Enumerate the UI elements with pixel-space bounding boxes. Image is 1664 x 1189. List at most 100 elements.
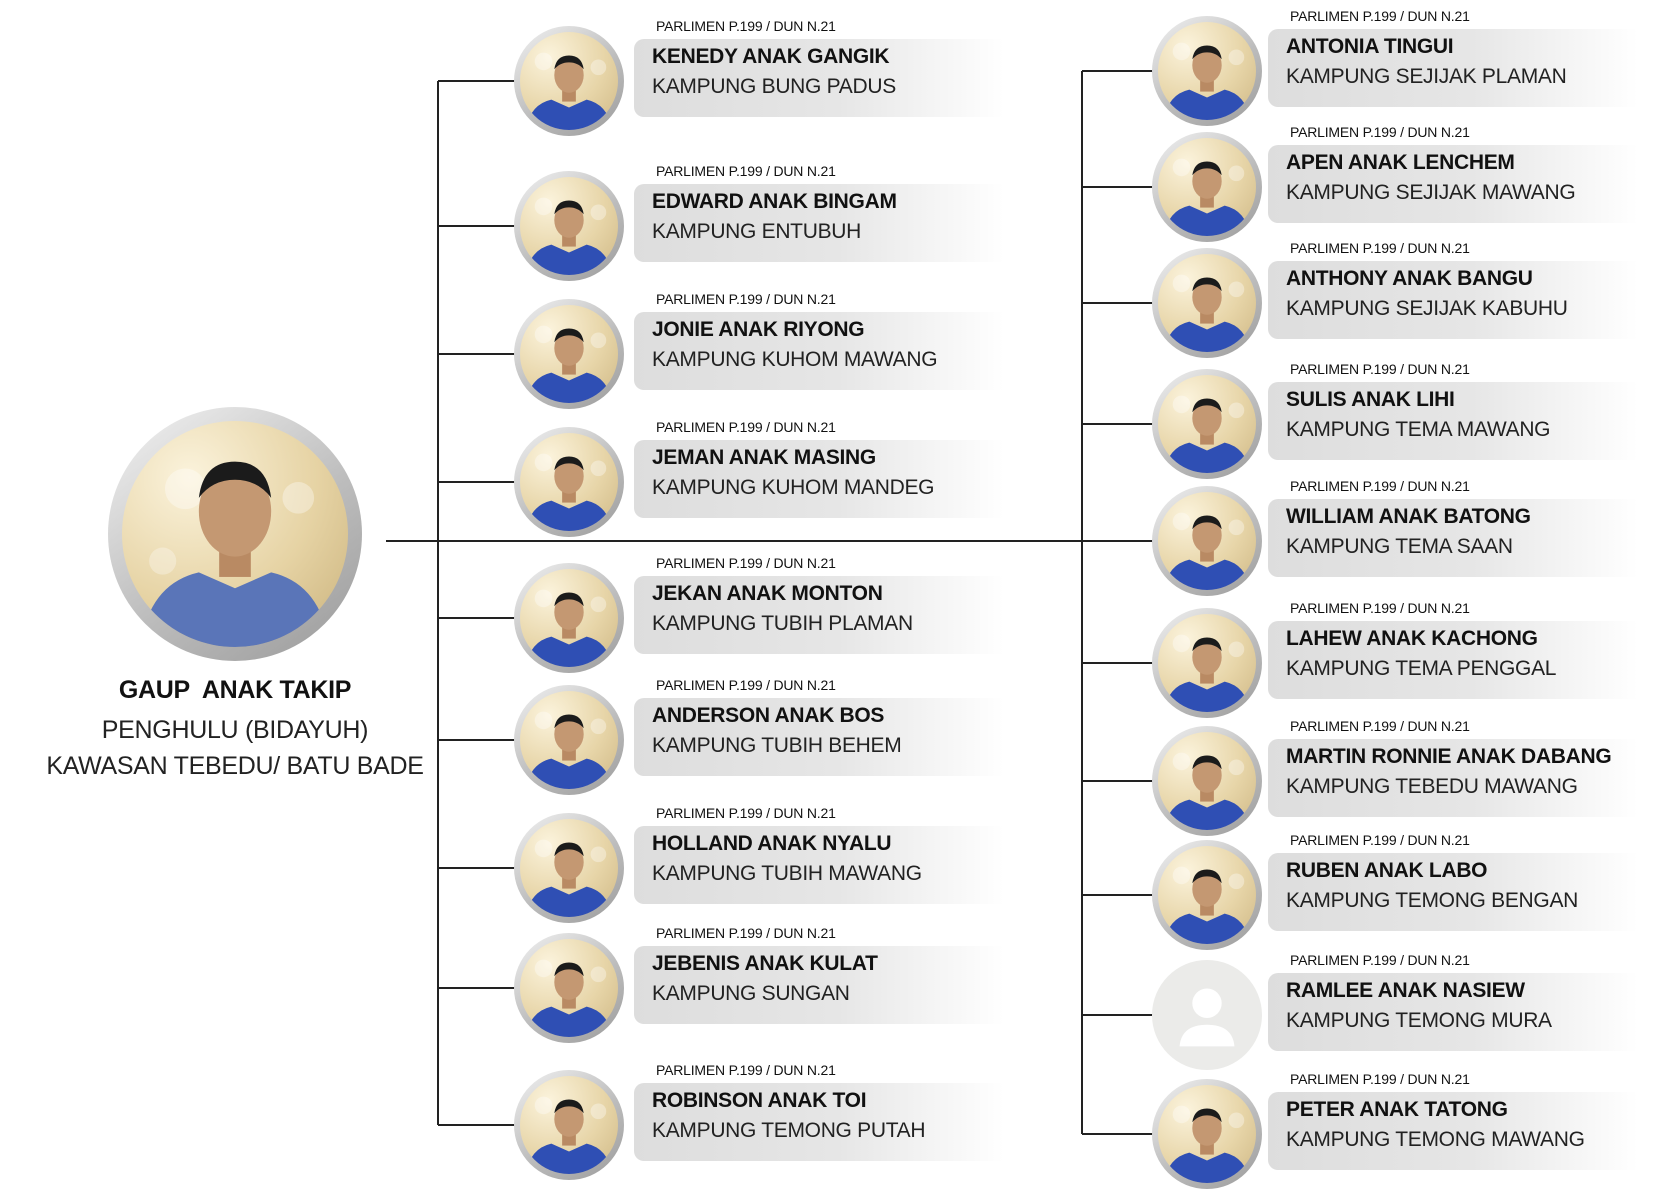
member-portrait <box>1152 486 1262 596</box>
member-portrait <box>1152 608 1262 718</box>
member-plate <box>1268 499 1638 577</box>
member-kampung: KAMPUNG TEMONG MAWANG <box>1286 1128 1585 1151</box>
member-plate <box>634 312 1004 390</box>
member-plate <box>1268 261 1638 339</box>
member-name: PETER ANAK TATONG <box>1286 1098 1508 1121</box>
member-plate <box>634 946 1004 1024</box>
member-portrait <box>514 26 624 136</box>
member-kampung: KAMPUNG TEMONG MURA <box>1286 1009 1552 1032</box>
member-kampung: KAMPUNG KUHOM MAWANG <box>652 348 938 371</box>
member-name: ANTHONY ANAK BANGU <box>1286 267 1533 290</box>
member-plate <box>1268 29 1638 107</box>
member-kampung: KAMPUNG TEMONG BENGAN <box>1286 889 1579 912</box>
member-kampung: KAMPUNG TUBIH PLAMAN <box>652 612 913 635</box>
person-icon <box>525 325 613 403</box>
member-name: JEKAN ANAK MONTON <box>652 582 883 605</box>
member-portrait <box>1152 840 1262 950</box>
person-icon <box>1163 512 1251 590</box>
member-kampung: KAMPUNG SUNGAN <box>652 982 850 1005</box>
member-portrait <box>514 813 624 923</box>
person-icon <box>525 589 613 667</box>
member-kampung: KAMPUNG ENTUBUH <box>652 220 862 243</box>
member-name: KENEDY ANAK GANGIK <box>652 45 890 68</box>
member-name: MARTIN RONNIE ANAK DABANG <box>1286 745 1612 768</box>
member-plate <box>1268 145 1638 223</box>
member-portrait <box>1152 369 1262 479</box>
member-portrait <box>514 1070 624 1180</box>
person-icon <box>525 52 613 130</box>
member-plate <box>1268 739 1638 817</box>
person-icon <box>1163 274 1251 352</box>
member-name: WILLIAM ANAK BATONG <box>1286 505 1531 528</box>
member-kampung: KAMPUNG SEJIJAK KABUHU <box>1286 297 1568 320</box>
member-kampung: KAMPUNG TEMA PENGGAL <box>1286 657 1557 680</box>
person-icon <box>1163 1105 1251 1183</box>
head-area: KAWASAN TEBEDU/ BATU BADE <box>46 752 424 780</box>
person-icon <box>525 1096 613 1174</box>
member-parliament: PARLIMEN P.199 / DUN N.21 <box>1290 8 1470 24</box>
person-icon <box>525 197 613 275</box>
member-parliament: PARLIMEN P.199 / DUN N.21 <box>656 18 836 34</box>
person-icon <box>1163 395 1251 473</box>
member-name: HOLLAND ANAK NYALU <box>652 832 892 855</box>
member-parliament: PARLIMEN P.199 / DUN N.21 <box>656 925 836 941</box>
person-icon <box>525 839 613 917</box>
member-parliament: PARLIMEN P.199 / DUN N.21 <box>656 1062 836 1078</box>
member-parliament: PARLIMEN P.199 / DUN N.21 <box>1290 600 1470 616</box>
member-plate <box>1268 382 1638 460</box>
member-name: JONIE ANAK RIYONG <box>652 318 865 341</box>
member-portrait <box>514 933 624 1043</box>
person-icon <box>1163 634 1251 712</box>
member-plate <box>634 826 1004 904</box>
member-kampung: KAMPUNG TEMA SAAN <box>1286 535 1513 558</box>
member-kampung: KAMPUNG KUHOM MANDEG <box>652 476 935 499</box>
member-name: RUBEN ANAK LABO <box>1286 859 1488 882</box>
member-name: SULIS ANAK LIHI <box>1286 388 1455 411</box>
person-icon <box>140 461 330 647</box>
member-parliament: PARLIMEN P.199 / DUN N.21 <box>1290 478 1470 494</box>
member-portrait <box>514 685 624 795</box>
head-title: PENGHULU (BIDAYUH) <box>101 716 369 744</box>
member-name: ROBINSON ANAK TOI <box>652 1089 867 1112</box>
person-icon <box>525 711 613 789</box>
member-portrait <box>514 563 624 673</box>
member-plate <box>1268 1092 1638 1170</box>
member-name: EDWARD ANAK BINGAM <box>652 190 897 213</box>
member-plate <box>634 1083 1004 1161</box>
member-name: JEMAN ANAK MASING <box>652 446 876 469</box>
member-plate <box>634 698 1004 776</box>
member-kampung: KAMPUNG TUBIH BEHEM <box>652 734 902 757</box>
member-parliament: PARLIMEN P.199 / DUN N.21 <box>1290 124 1470 140</box>
member-portrait <box>1152 1079 1262 1189</box>
member-name: LAHEW ANAK KACHONG <box>1286 627 1538 650</box>
member-kampung: KAMPUNG TUBIH MAWANG <box>652 862 922 885</box>
member-parliament: PARLIMEN P.199 / DUN N.21 <box>656 677 836 693</box>
member-kampung: KAMPUNG TEMONG PUTAH <box>652 1119 926 1142</box>
person-icon <box>1163 866 1251 944</box>
member-portrait <box>1152 16 1262 126</box>
member-parliament: PARLIMEN P.199 / DUN N.21 <box>656 163 836 179</box>
member-parliament: PARLIMEN P.199 / DUN N.21 <box>1290 952 1470 968</box>
member-name: JEBENIS ANAK KULAT <box>652 952 878 975</box>
member-portrait <box>514 427 624 537</box>
member-name: RAMLEE ANAK NASIEW <box>1286 979 1525 1002</box>
avatar-placeholder-icon <box>1179 988 1235 1047</box>
member-parliament: PARLIMEN P.199 / DUN N.21 <box>656 291 836 307</box>
member-plate <box>634 576 1004 654</box>
member-parliament: PARLIMEN P.199 / DUN N.21 <box>656 419 836 435</box>
member-plate <box>1268 853 1638 931</box>
member-parliament: PARLIMEN P.199 / DUN N.21 <box>1290 832 1470 848</box>
head-portrait <box>108 407 362 661</box>
member-parliament: PARLIMEN P.199 / DUN N.21 <box>1290 718 1470 734</box>
member-parliament: PARLIMEN P.199 / DUN N.21 <box>656 805 836 821</box>
member-parliament: PARLIMEN P.199 / DUN N.21 <box>656 555 836 571</box>
member-parliament: PARLIMEN P.199 / DUN N.21 <box>1290 361 1470 377</box>
member-kampung: KAMPUNG TEMA MAWANG <box>1286 418 1551 441</box>
member-plate <box>1268 973 1638 1051</box>
person-icon <box>1163 752 1251 830</box>
member-plate <box>634 39 1004 117</box>
member-kampung: KAMPUNG SEJIJAK PLAMAN <box>1286 65 1567 88</box>
person-icon <box>1163 158 1251 236</box>
member-portrait <box>514 299 624 409</box>
